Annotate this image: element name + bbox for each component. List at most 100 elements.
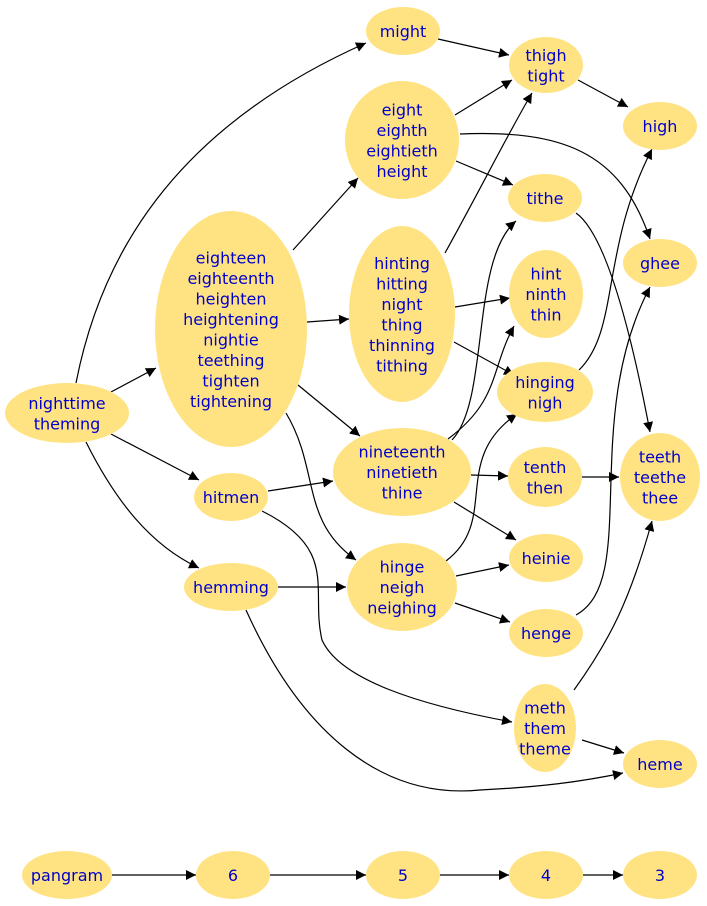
edge-hitmen-to-meth <box>261 510 513 726</box>
node-hemming[interactable]: hemming <box>184 563 278 611</box>
node-n4[interactable]: 4 <box>509 851 583 899</box>
edge-eighteen-to-nineteenth <box>297 384 361 437</box>
edge-tithe-to-teeth <box>575 212 654 433</box>
node-label: eighteen <box>196 248 267 267</box>
node-label: night <box>381 295 422 314</box>
node-label: henge <box>521 624 571 643</box>
edge-hinge-to-henge <box>454 602 511 624</box>
node-high[interactable]: high <box>623 102 697 150</box>
node-ghee[interactable]: ghee <box>623 239 697 287</box>
node-ellipse <box>347 543 457 631</box>
node-ellipse <box>196 851 270 899</box>
edge-eight-to-ghee <box>459 132 652 240</box>
node-pangram[interactable]: pangram <box>22 851 112 899</box>
node-hitmen[interactable]: hitmen <box>194 473 268 521</box>
node-ellipse <box>194 473 268 521</box>
node-might[interactable]: might <box>366 7 440 55</box>
nodes-layer: mightthightighthigheighteightheightiethh… <box>5 7 700 899</box>
node-label: heme <box>637 755 682 774</box>
edge-nighttime-to-might <box>75 42 367 384</box>
edge-hinging-to-high <box>578 148 653 371</box>
node-ellipse <box>514 684 576 772</box>
node-label: thigh <box>525 46 566 65</box>
node-label: tenth <box>524 458 567 477</box>
node-label: eighteenth <box>187 269 274 288</box>
node-label: 4 <box>541 866 551 885</box>
node-label: thee <box>642 489 678 508</box>
edge-eighteen-to-eight <box>292 177 359 251</box>
node-label: teething <box>197 351 264 370</box>
node-label: teeth <box>639 448 681 467</box>
node-label: heightening <box>183 310 279 329</box>
node-ellipse <box>184 563 278 611</box>
node-label: thine <box>382 484 423 503</box>
node-heme[interactable]: heme <box>623 740 697 788</box>
node-ellipse <box>345 81 459 199</box>
node-ellipse <box>623 239 697 287</box>
node-ellipse <box>509 609 583 657</box>
node-label: eighth <box>377 121 428 140</box>
edge-meth-to-heme <box>581 739 625 755</box>
node-label: thin <box>531 306 562 325</box>
node-label: eight <box>382 100 423 119</box>
node-label: ninetieth <box>366 463 438 482</box>
node-label: theming <box>34 414 101 433</box>
node-label: pangram <box>31 866 103 885</box>
edge-eighteen-to-hinting <box>306 314 350 325</box>
node-label: then <box>527 478 563 497</box>
edge-thigh-to-high <box>577 79 629 108</box>
node-ellipse <box>509 250 583 338</box>
node-label: ninth <box>525 285 566 304</box>
node-ellipse <box>623 740 697 788</box>
node-label: height <box>377 162 428 181</box>
node-label: neighing <box>367 599 436 618</box>
node-label: might <box>380 22 427 41</box>
node-label: hitmen <box>203 488 259 507</box>
node-ellipse <box>366 851 440 899</box>
node-label: 6 <box>228 866 238 885</box>
node-label: tithe <box>527 189 564 208</box>
node-ellipse <box>620 433 700 521</box>
node-tithe[interactable]: tithe <box>508 174 582 222</box>
node-n3[interactable]: 3 <box>623 851 697 899</box>
node-ellipse <box>5 383 129 443</box>
node-label: meth <box>524 699 566 718</box>
node-n6[interactable]: 6 <box>196 851 270 899</box>
node-ellipse <box>349 226 455 402</box>
node-label: nightie <box>203 330 258 349</box>
edge-nineteenth-to-tithe <box>451 220 517 441</box>
edge-nineteenth-to-tenth <box>470 470 509 481</box>
node-label: neigh <box>380 578 425 597</box>
node-label: 5 <box>398 866 408 885</box>
node-label: hinge <box>380 558 425 577</box>
node-heinie[interactable]: heinie <box>509 534 583 582</box>
edge-hinge-to-hinging <box>445 413 518 562</box>
node-label: hinging <box>515 373 575 392</box>
node-ellipse <box>366 7 440 55</box>
node-label: nighttime <box>28 394 105 413</box>
node-ellipse <box>508 447 582 507</box>
edge-meth-to-teeth <box>573 520 655 691</box>
node-eighteen[interactable]: eighteeneighteenthheightenheighteningnig… <box>155 211 307 447</box>
node-ellipse <box>22 851 112 899</box>
edges-layer <box>75 38 655 880</box>
node-ellipse <box>509 534 583 582</box>
node-ellipse <box>623 102 697 150</box>
node-label: tithing <box>376 356 428 375</box>
edge-eighteen-to-hinge <box>285 412 357 561</box>
node-n5[interactable]: 5 <box>366 851 440 899</box>
node-henge[interactable]: henge <box>509 609 583 657</box>
edge-eight-to-thigh <box>454 79 513 116</box>
node-label: hitting <box>376 274 428 293</box>
